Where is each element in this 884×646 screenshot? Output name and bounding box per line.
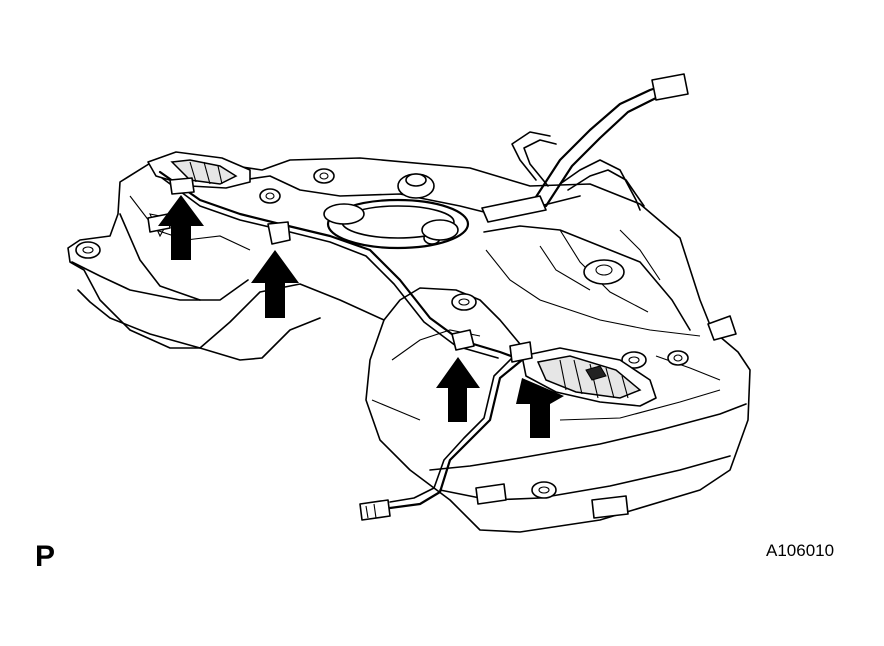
right-pump-unit bbox=[521, 347, 657, 407]
figure-code: A106010 bbox=[766, 541, 835, 560]
mount-bolts bbox=[75, 168, 689, 499]
center-sender-unit bbox=[323, 198, 470, 250]
arrow-left-clamp bbox=[251, 250, 299, 318]
fuel-tank-body bbox=[67, 157, 751, 533]
arrow-left-pump bbox=[158, 195, 204, 260]
arrow-right-pump bbox=[516, 378, 564, 438]
wire-harness bbox=[158, 170, 533, 521]
arrow-center-clamp bbox=[436, 357, 480, 422]
view-label: P bbox=[35, 540, 56, 573]
filler-hoses bbox=[481, 73, 737, 341]
